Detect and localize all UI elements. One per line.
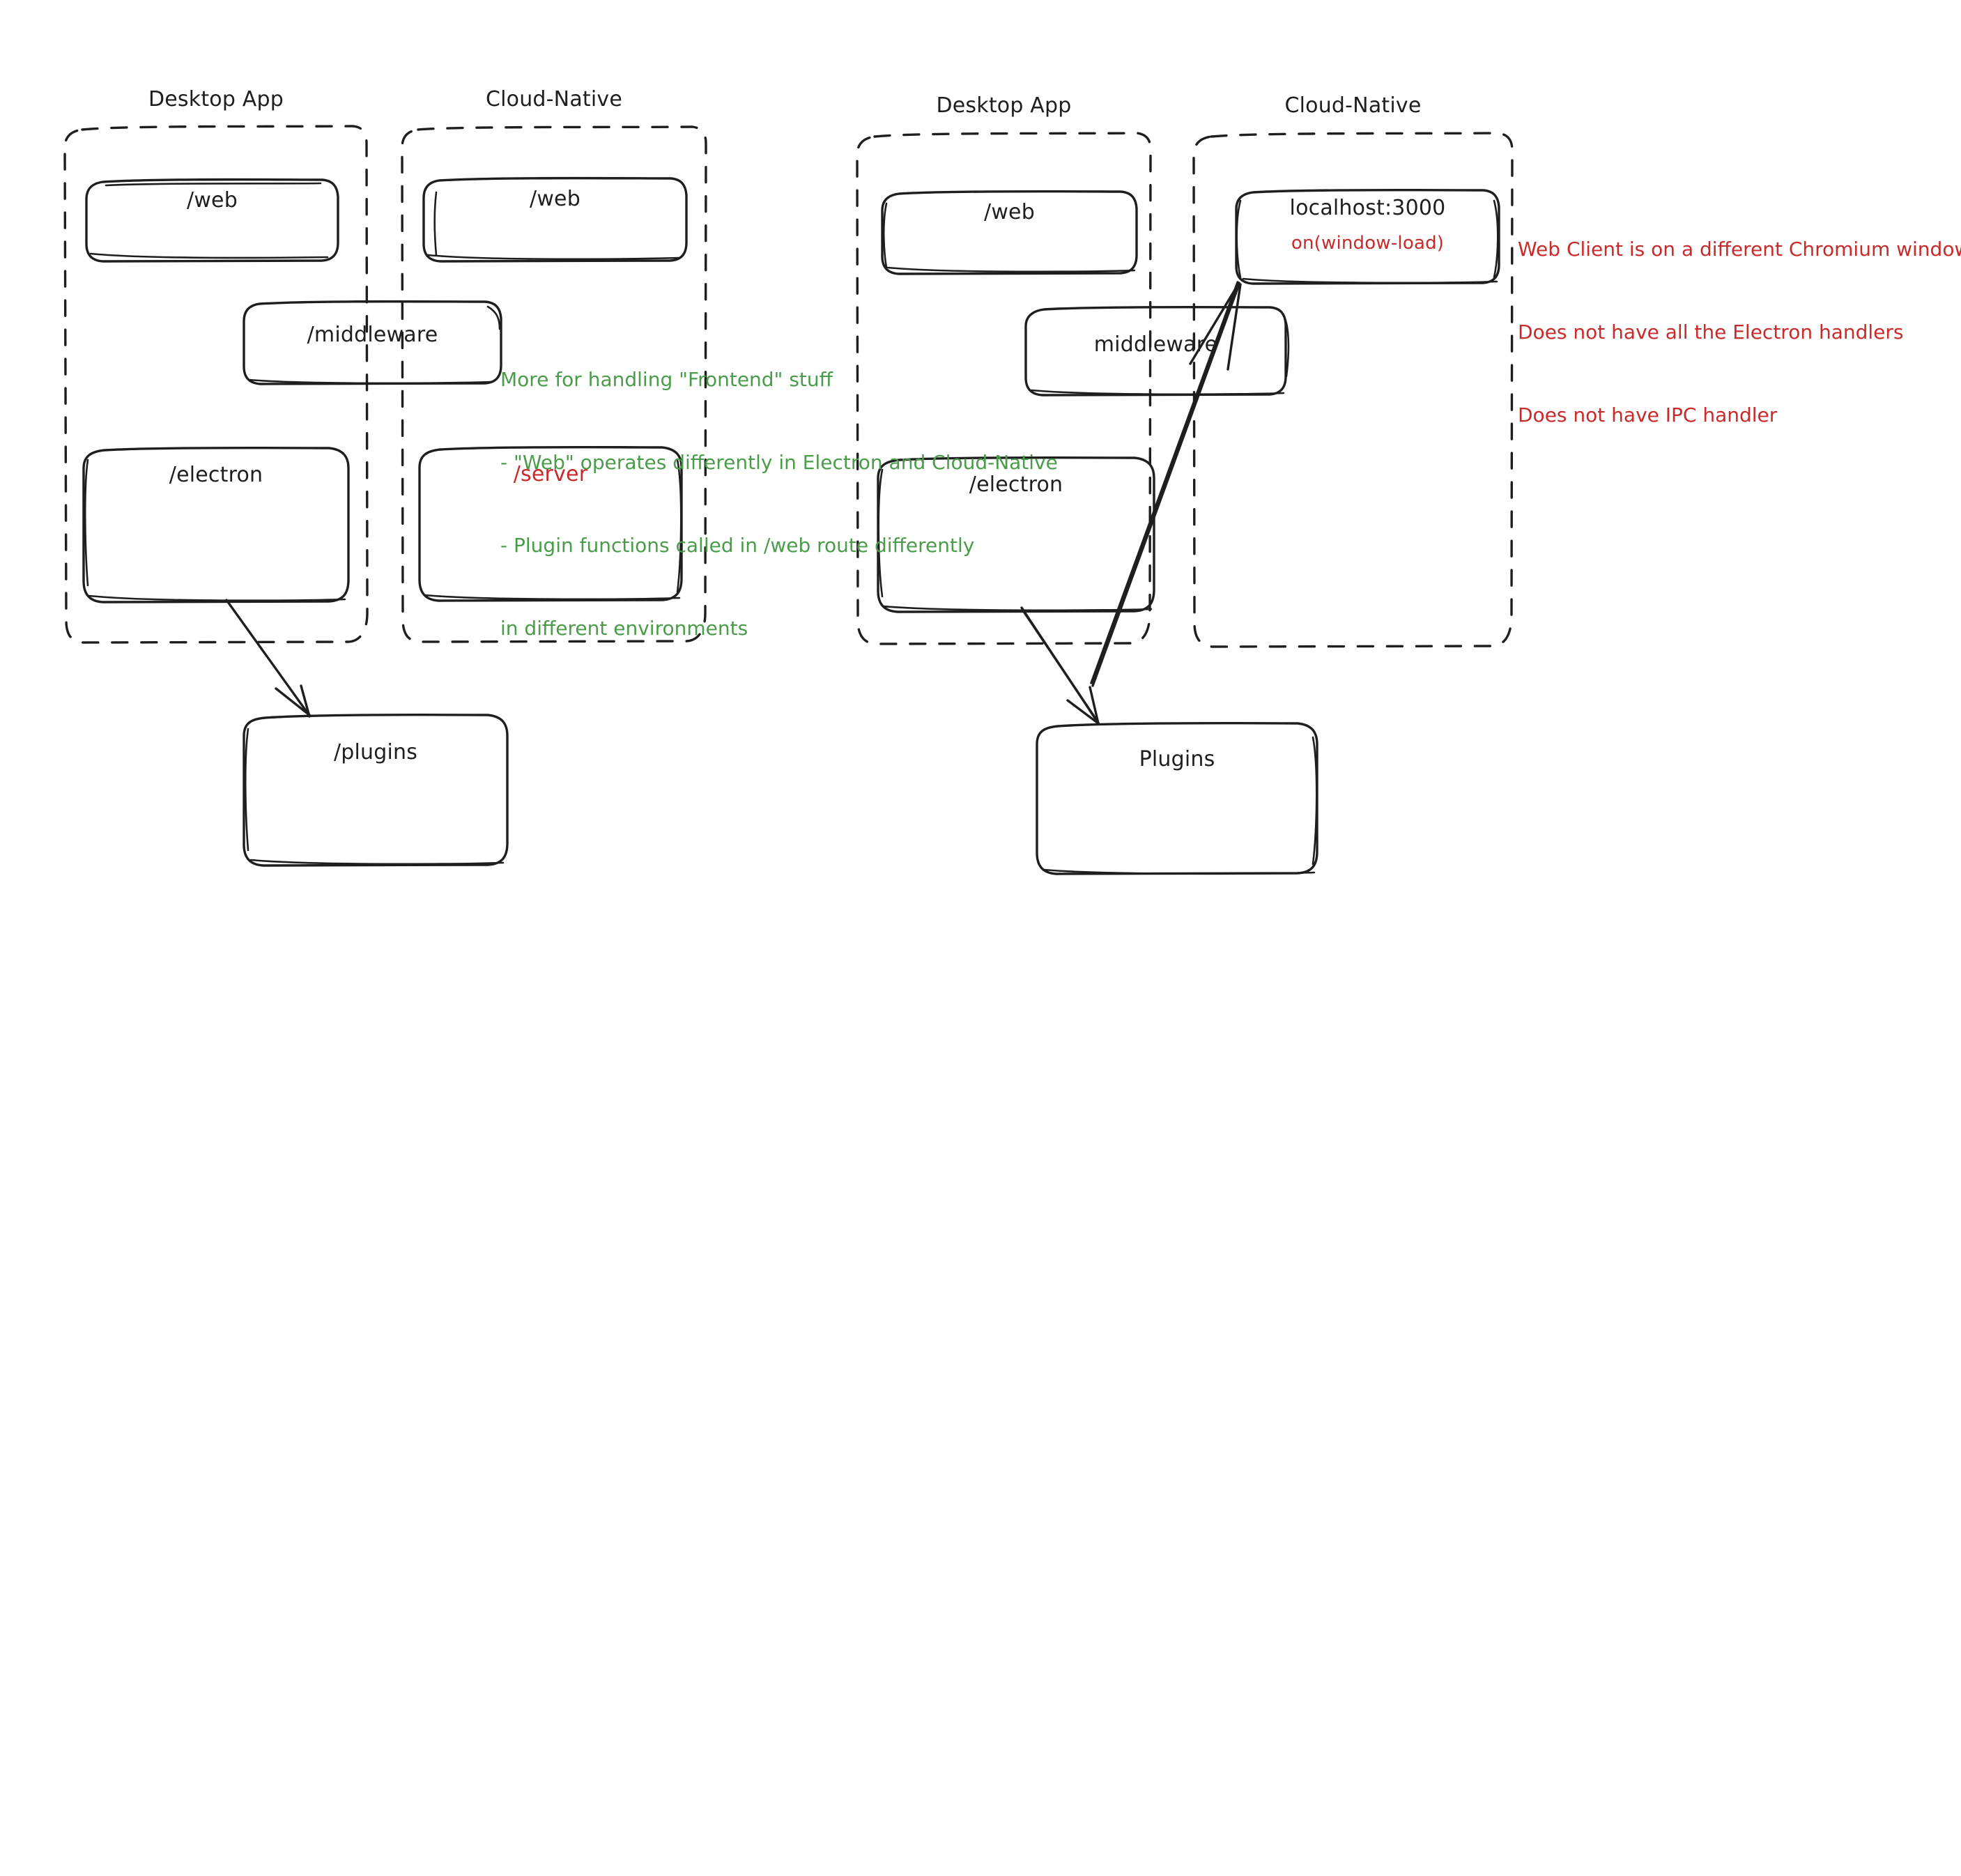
group-frame-left-cloud-native (401, 125, 707, 643)
node-shape-right-middleware (1024, 305, 1290, 397)
diagram-strokes: .dash { fill:none; stroke:#1e1e1e; strok… (63, 125, 1514, 875)
node-shape-left-middleware (243, 300, 502, 385)
node-shape-left-plugins (243, 713, 509, 867)
annotation-line: Web Client is on a different Chromium wi… (1518, 237, 1961, 261)
node-label-left-plugins: /plugins (333, 740, 418, 764)
node-label-left-desktop-web: /web (187, 188, 238, 213)
group-title-right-cloud-native: Cloud-Native (1284, 93, 1422, 118)
group-frame-right-cloud-native (1192, 132, 1514, 648)
group-title-right-desktop-app: Desktop App (936, 93, 1072, 118)
node-label-right-localhost: localhost:3000 (1289, 196, 1446, 220)
annotation-line: Does not have all the Electron handlers (1518, 320, 1904, 344)
group-frame-right-desktop-app (856, 132, 1152, 645)
annotation-line: More for handling "Frontend" stuff (500, 367, 833, 391)
annotation-line: - Plugin functions called in /web route … (500, 534, 975, 557)
annotation-line: Does not have IPC handler (1518, 403, 1778, 426)
annotation-right-red-note: Web Client is on a different Chromium wi… (1518, 180, 1961, 484)
arrow-left-electron-to-plugins (225, 599, 311, 718)
arrow-right-electron-to-localhost (1090, 281, 1242, 687)
node-shape-right-plugins (1036, 721, 1318, 875)
group-frame-left-desktop-app (63, 125, 369, 644)
node-sublabel-right-localhost: on(window-load) (1291, 233, 1445, 254)
node-shape-right-localhost (1235, 188, 1500, 285)
node-label-right-desktop-electron: /electron (969, 472, 1063, 497)
node-shape-right-desktop-electron (877, 456, 1155, 613)
node-label-left-cloud-server: /server (513, 462, 588, 486)
annotation-left-green-note: More for handling "Frontend" stuff - "We… (500, 310, 1058, 698)
node-label-left-middleware: /middleware (307, 323, 438, 347)
annotation-line: - "Web" operates differently in Electron… (500, 450, 1058, 474)
node-label-right-middleware: middleware (1093, 332, 1218, 357)
node-shape-left-desktop-electron (82, 446, 350, 603)
node-shape-left-desktop-web (85, 178, 339, 263)
node-shape-right-desktop-web (881, 190, 1138, 275)
node-label-left-desktop-electron: /electron (169, 463, 263, 487)
node-shape-left-cloud-web (422, 176, 688, 263)
group-title-left-desktop-app: Desktop App (148, 87, 284, 112)
annotation-line: in different environments (500, 617, 748, 640)
node-label-left-cloud-web: /web (530, 187, 580, 211)
group-title-left-cloud-native: Cloud-Native (485, 87, 623, 112)
node-label-right-desktop-web: /web (984, 200, 1035, 224)
node-shape-left-cloud-server (418, 445, 683, 602)
arrow-right-electron-to-plugins (1020, 606, 1100, 725)
node-label-right-plugins: Plugins (1139, 747, 1215, 771)
